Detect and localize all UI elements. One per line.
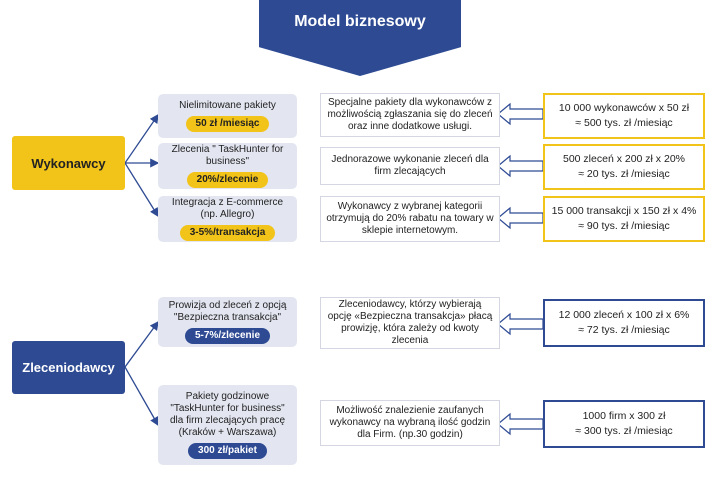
result-box: 500 zleceń x 200 zł x 20% ≈ 20 tys. zł /… bbox=[543, 144, 705, 190]
page-title: Model biznesowy bbox=[294, 13, 426, 30]
price-pill: 20%/zlecenie bbox=[186, 172, 269, 188]
description-box: Jednorazowe wykonanie zleceń dla firm zl… bbox=[320, 147, 500, 185]
result-formula: 12 000 zleceń x 100 zł x 6% bbox=[558, 309, 690, 321]
description-box: Wykonawcy z wybranej kategorii otrzymują… bbox=[320, 196, 500, 242]
actor-label: Zleceniodawcy bbox=[22, 360, 115, 375]
result-box: 1000 firm x 300 zł ≈ 300 tys. zł /miesią… bbox=[543, 400, 705, 448]
result-value: ≈ 72 tys. zł /miesiąc bbox=[578, 324, 670, 336]
result-value: ≈ 90 tys. zł /miesiąc bbox=[578, 220, 670, 232]
description-box: Specjalne pakiety dla wykonawców z możli… bbox=[320, 93, 500, 137]
result-arrow bbox=[497, 206, 544, 230]
branch-arrow bbox=[124, 366, 159, 427]
actor-wykonawcy: Wykonawcy bbox=[12, 136, 125, 190]
result-arrow bbox=[497, 412, 544, 436]
source-label: Nielimitowane pakiety bbox=[179, 100, 276, 111]
result-value: ≈ 20 tys. zł /miesiąc bbox=[578, 168, 670, 180]
branch-arrow bbox=[124, 162, 159, 218]
source-box: Integracja z E-commerce (np. Allegro) 3-… bbox=[158, 196, 297, 242]
result-box: 12 000 zleceń x 100 zł x 6% ≈ 72 tys. zł… bbox=[543, 299, 705, 347]
price-pill: 50 zł /miesiąc bbox=[185, 116, 270, 132]
branch-arrow bbox=[124, 320, 159, 368]
source-label: Integracja z E-commerce (np. Allegro) bbox=[171, 197, 284, 220]
price-pill: 5-7%/zlecenie bbox=[184, 328, 271, 344]
result-formula: 15 000 transakcji x 150 zł x 4% bbox=[551, 205, 697, 217]
description-box: Możliwość znalezienie zaufanych wykonawc… bbox=[320, 400, 500, 446]
result-value: ≈ 300 tys. zł /miesiąc bbox=[575, 425, 673, 437]
result-arrow bbox=[497, 102, 544, 126]
price-pill: 3-5%/transakcja bbox=[179, 225, 276, 241]
source-box: Pakiety godzinowe "TaskHunter for busine… bbox=[158, 385, 297, 465]
result-arrow bbox=[497, 312, 544, 336]
price-pill: 300 zł/pakiet bbox=[188, 443, 267, 459]
source-label: Zlecenia " TaskHunter for business" bbox=[171, 144, 284, 167]
result-formula: 1000 firm x 300 zł bbox=[582, 410, 666, 422]
source-box: Prowizja od zleceń z opcją "Bezpieczna t… bbox=[158, 297, 297, 347]
actor-zleceniodawcy: Zleceniodawcy bbox=[12, 341, 125, 394]
result-box: 10 000 wykonawców x 50 zł ≈ 500 tys. zł … bbox=[543, 93, 705, 139]
result-formula: 500 zleceń x 200 zł x 20% bbox=[563, 153, 685, 165]
source-label: Prowizja od zleceń z opcją "Bezpieczna t… bbox=[168, 300, 287, 323]
source-box: Zlecenia " TaskHunter for business" 20%/… bbox=[158, 143, 297, 189]
result-formula: 10 000 wykonawców x 50 zł bbox=[558, 102, 690, 114]
source-label: Pakiety godzinowe "TaskHunter for busine… bbox=[169, 391, 286, 438]
description-box: Zleceniodawcy, którzy wybierają opcję «B… bbox=[320, 297, 500, 349]
result-value: ≈ 500 tys. zł /miesiąc bbox=[575, 117, 673, 129]
branch-arrow bbox=[124, 113, 159, 164]
source-box: Nielimitowane pakiety 50 zł /miesiąc bbox=[158, 94, 297, 138]
result-arrow bbox=[497, 154, 544, 178]
actor-label: Wykonawcy bbox=[31, 155, 106, 171]
result-box: 15 000 transakcji x 150 zł x 4% ≈ 90 tys… bbox=[543, 196, 705, 242]
